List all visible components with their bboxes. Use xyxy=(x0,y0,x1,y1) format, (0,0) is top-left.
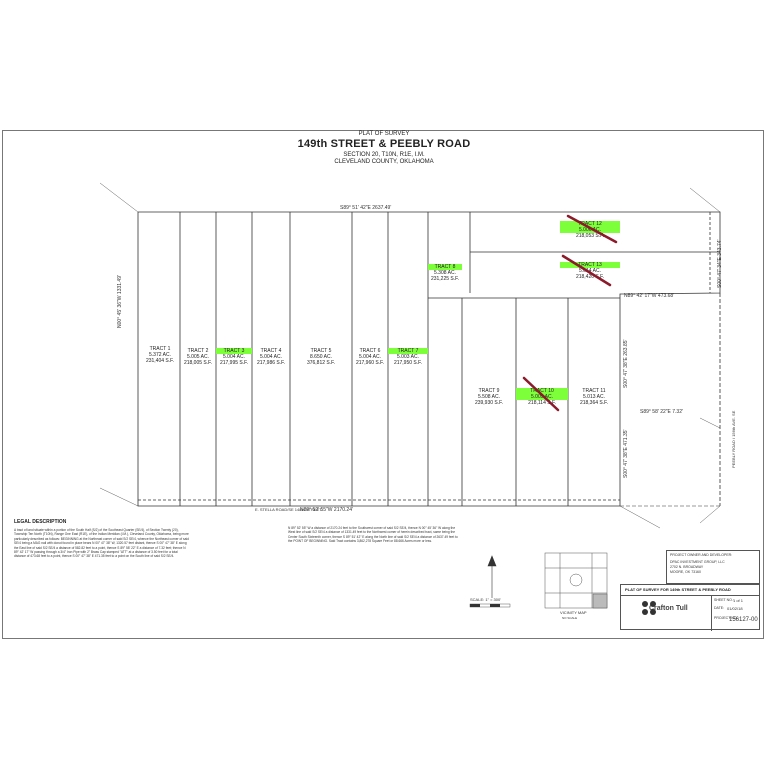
scale-label: SCALE: 1" = 300' xyxy=(470,597,501,602)
vicinity-map xyxy=(544,552,608,609)
plat-section: SECTION 20, T10N, R1E, I.M. xyxy=(343,152,425,158)
mid-east-bearing: N89° 42' 17"W 473.68' xyxy=(624,293,675,299)
sheet-border xyxy=(2,130,764,639)
south-bearing: N89° 52' 55"W 2170.24' xyxy=(300,507,353,513)
cross-out-marks xyxy=(522,214,618,412)
plat-county: CLEVELAND COUNTY, OKLAHOMA xyxy=(334,159,434,165)
title-block-title: PLAT OF SURVEY FOR 149th STREET & PEEBLY… xyxy=(625,587,731,592)
vicinity-sub: NO SCALE xyxy=(562,616,578,620)
plat-pretitle: PLAT OF SURVEY xyxy=(358,131,410,137)
plat-title: 149th STREET & PEEBLY ROAD xyxy=(297,138,471,150)
title-block: PLAT OF SURVEY FOR 149th STREET & PEEBLY… xyxy=(620,584,760,631)
company-name: Crafton Tull xyxy=(649,605,688,612)
sheet-number: 1 of 1 xyxy=(733,598,744,603)
sheet-date: 01/02/18 xyxy=(727,606,743,611)
crafton-tull-logo-icon xyxy=(642,601,656,615)
project-number: 156127-00 xyxy=(729,617,758,623)
owner-box: PROJECT OWNER AND DEVELOPER: DPAC INVEST… xyxy=(666,550,760,584)
south-road-label: E. STELLA ROAD/SE 148th STREET xyxy=(255,507,322,512)
legal-heading: LEGAL DESCRIPTION xyxy=(14,519,67,525)
plat-drawing xyxy=(99,182,721,609)
south-east-bearing: S89° 58' 22"E 7.32' xyxy=(640,409,683,415)
vicinity-title: VICINITY MAP xyxy=(560,610,587,615)
north-bearing: S89° 51' 42"E 2637.49' xyxy=(340,205,392,211)
scale-bar xyxy=(469,603,511,608)
legal-text-col1: A tract of land situate within a portion… xyxy=(14,528,189,559)
north-arrow xyxy=(487,555,497,598)
legal-text-col2: N 89° 52' 55" W a distance of 2170.24 fe… xyxy=(288,526,458,544)
plat-sheet: PLAT OF SURVEY 149th STREET & PEEBLY ROA… xyxy=(0,128,768,643)
